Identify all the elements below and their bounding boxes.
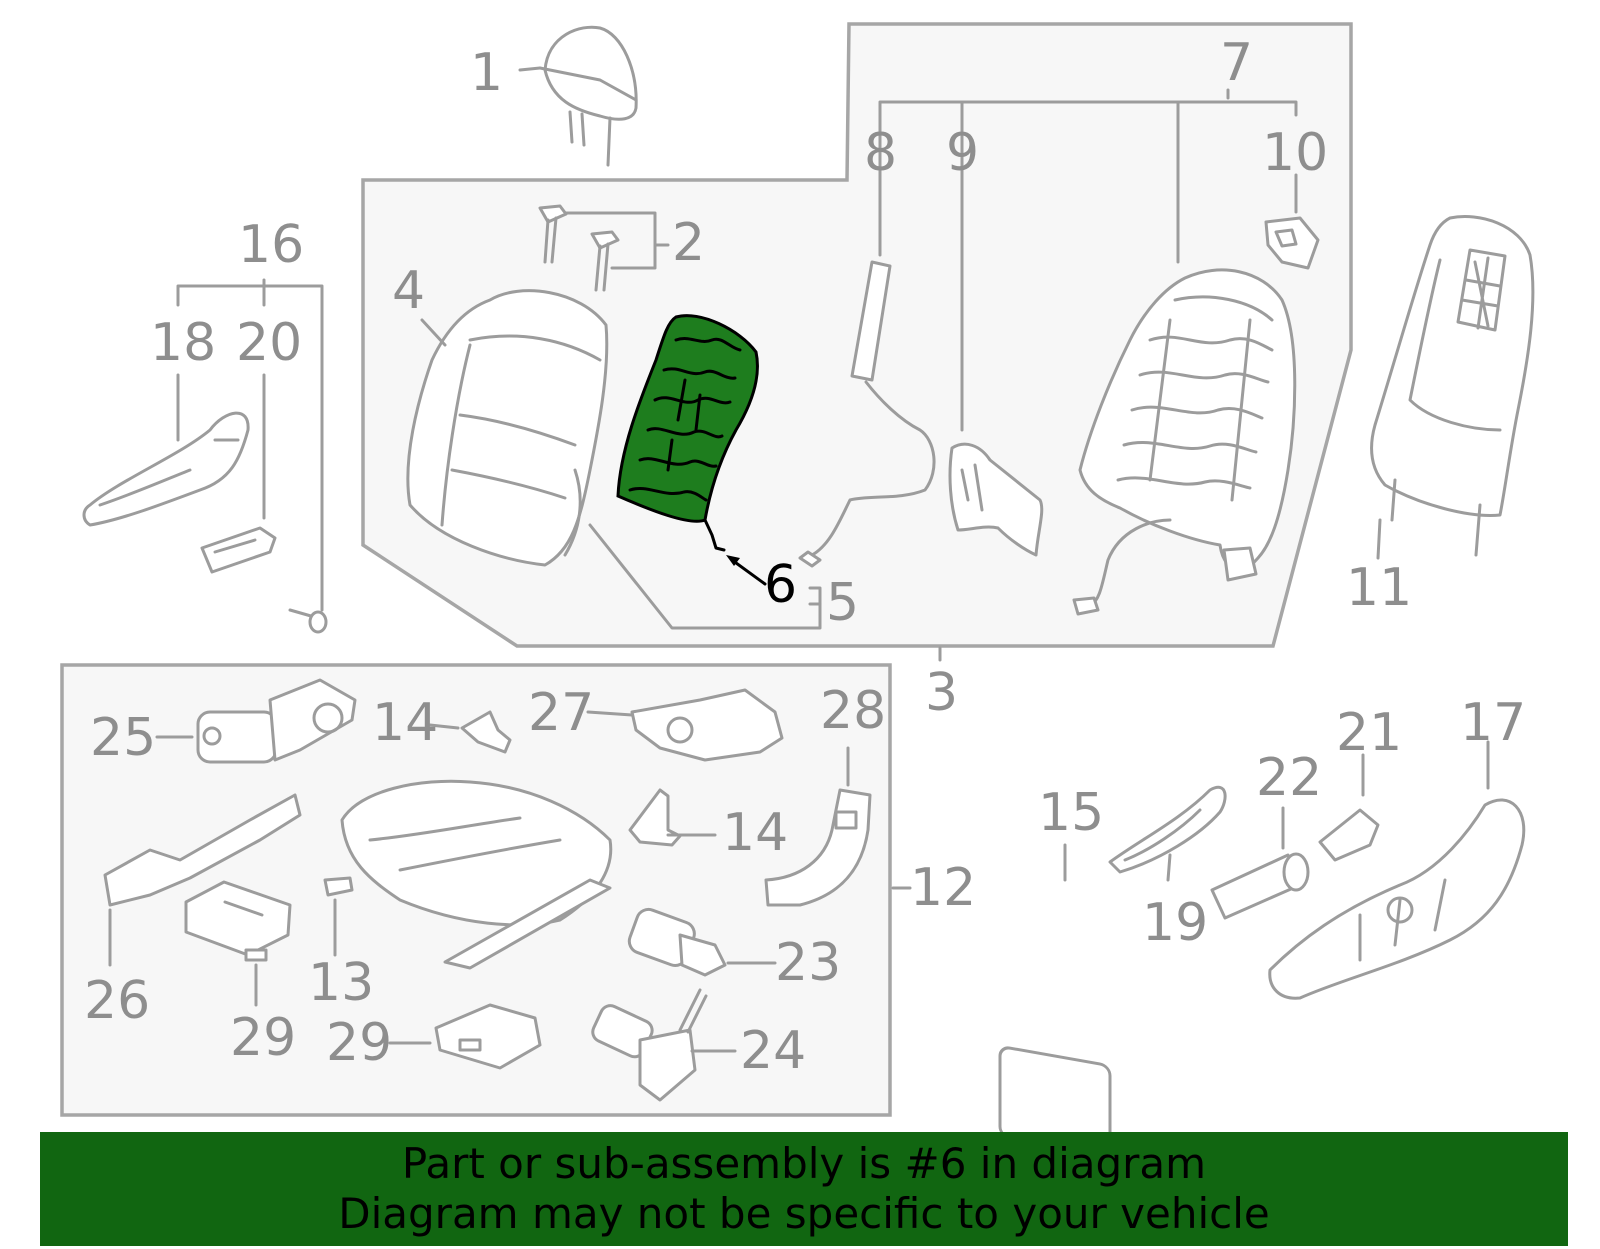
seat-back-cover-part[interactable] [406,289,609,567]
callout-18: 18 [150,313,216,373]
motor-part-24[interactable] [589,988,708,1102]
callout-14-mid: 14 [722,803,788,863]
callout-7: 7 [1220,33,1253,93]
callout-17: 17 [1460,693,1526,753]
callout-1: 1 [470,43,503,103]
callout-14-top: 14 [372,693,438,753]
cover-part-28[interactable] [764,788,872,907]
seat-cushion-part-13[interactable] [323,779,613,970]
callout-27: 27 [528,683,594,743]
bracket-part-9[interactable] [948,442,1044,557]
callout-19: 19 [1142,893,1208,953]
back-panel-part-11[interactable] [1370,215,1535,557]
callout-24: 24 [740,1021,806,1081]
callout-20: 20 [236,313,302,373]
knob-part-21[interactable] [1318,808,1380,862]
callout-9: 9 [946,123,979,183]
callout-29-left: 29 [230,1008,296,1068]
seat-back-frame-part-7[interactable] [1072,268,1297,616]
callout-12: 12 [910,858,976,918]
callout-26: 26 [84,971,150,1031]
switch-part-20[interactable] [200,526,277,574]
leader-lines [108,66,1490,1053]
side-trim-part-8[interactable] [798,260,936,568]
callout-29-right: 29 [326,1013,392,1073]
callout-8: 8 [864,123,897,183]
module-part-29-left[interactable] [184,880,292,962]
callout-23: 23 [775,933,841,993]
knob-part-22[interactable] [1210,852,1310,920]
handle-part-19[interactable] [1108,786,1227,874]
callout-22: 22 [1256,748,1322,808]
callout-16: 16 [238,215,304,275]
callout-5: 5 [826,573,859,633]
callout-2: 2 [672,213,705,273]
bracket-part-14-mid[interactable] [628,788,682,847]
callout-28: 28 [820,681,886,741]
headrest-part[interactable] [538,25,638,167]
banner-line-1: Part or sub-assembly is #6 in diagram [401,1139,1207,1188]
callout-21: 21 [1336,703,1402,763]
clip-part-10[interactable] [1264,216,1320,270]
callout-3: 3 [925,663,958,723]
actuator-part-27[interactable] [630,688,784,762]
info-banner: Part or sub-assembly is #6 in diagram Di… [40,1132,1568,1246]
motor-part-25[interactable] [196,678,357,764]
callout-25: 25 [90,708,156,768]
side-cover-part-18[interactable] [82,411,250,527]
screw-part-16[interactable] [288,608,328,634]
seat-heater-pad-part-6[interactable] [616,314,759,552]
callout-11: 11 [1346,558,1412,618]
banner-line-2: Diagram may not be specific to your vehi… [338,1189,1270,1238]
callout-6: 6 [764,555,797,615]
bracket-part-14-top[interactable] [460,710,512,754]
rail-part-26[interactable] [103,793,302,907]
callout-4: 4 [392,261,425,321]
module-part-29-right[interactable] [434,1003,542,1070]
callout-10: 10 [1262,123,1328,183]
motor-part-23[interactable] [626,906,727,977]
callout-15: 15 [1038,783,1104,843]
side-shield-part-17[interactable] [1268,798,1526,1000]
callout-13: 13 [308,953,374,1013]
